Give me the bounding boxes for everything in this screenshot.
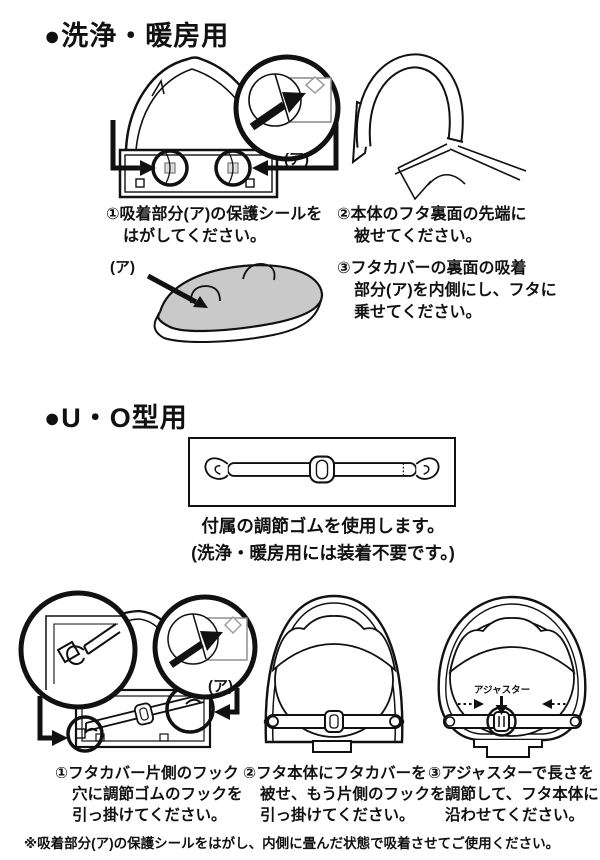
caption-line: ①吸着部分(ア)の保護シールを	[106, 206, 323, 223]
caption-line: 引っ掛けてください。	[260, 807, 415, 824]
caption-line: ①フタカバー片側のフック	[55, 765, 239, 782]
band-across	[443, 714, 582, 729]
washer-step2-illustration	[351, 53, 527, 201]
hinge-tab	[312, 740, 352, 753]
a-mark-label: (ア)	[284, 151, 309, 168]
lid-top-surface	[157, 264, 324, 333]
a-mark-arrow-icon	[146, 273, 208, 308]
caption-line: 穴に調節ゴムのフックを	[72, 786, 243, 803]
suction-pad-outline	[190, 285, 221, 304]
uo-step3-caption: ③アジャスターで長さを 調節して、フタ本体に 沿わせてください。	[428, 763, 599, 826]
adjust-inward-arrows-icon	[458, 699, 568, 709]
washer-step3-caption: ③フタカバーの裏面の吸着 部分(ア)を内側にし、フタに 乗せてください。	[337, 258, 557, 324]
suction-pad-highlight-right	[214, 149, 252, 187]
magnifier-suction-detail-icon	[152, 594, 258, 700]
section-uo-title: ●U・O型用	[44, 403, 188, 433]
hinge-tab	[473, 740, 543, 758]
caption-line: 沿わせてください。	[445, 807, 585, 824]
adjuster-down-arrow-icon	[495, 696, 508, 715]
washer-step3-illustration: (ア)	[110, 259, 324, 343]
band-note-line: (洗浄・暖房用には装着不要です。)	[191, 543, 455, 563]
caption-line: 引っ掛けてください。	[72, 807, 227, 824]
uo-step2-caption: ②フタ本体にフタカバーを 被せ、もう片側のフックを 引っ掛けてください。	[243, 763, 446, 826]
lid-side-rim	[153, 299, 322, 343]
caption-line: 調節して、フタ本体に	[445, 786, 599, 803]
band-note: 付属の調節ゴムを使用します。 (洗浄・暖房用には装着不要です。)	[158, 513, 488, 567]
left-arrow-icon	[37, 696, 68, 746]
band-hook-right	[415, 457, 440, 480]
washer-step1-illustration: (ア)	[110, 54, 341, 199]
washer-step2-caption: ②本体のフタ裏面の先端に 被せてください。	[337, 204, 527, 248]
band-hook-left	[204, 457, 229, 480]
diagonal-band	[85, 693, 205, 732]
uo-step2-illustration	[263, 594, 405, 753]
caption-line: 被せ、もう片側のフックを	[260, 786, 446, 803]
a-mark-label: (ア)	[208, 678, 233, 695]
band-note-line: 付属の調節ゴムを使用します。	[201, 516, 445, 536]
lid-edges	[394, 143, 527, 201]
right-arrow-icon	[214, 688, 240, 720]
band-across	[263, 710, 405, 733]
caption-line: ②フタ本体にフタカバーを	[243, 765, 427, 782]
caption-line: 被せてください。	[354, 228, 482, 245]
magnifier-hook-detail-icon	[18, 590, 138, 710]
adjuster-label: アジャスター	[474, 684, 530, 696]
uo-step1-illustration: (ア)	[18, 590, 258, 753]
caption-line: はがしてください。	[123, 228, 267, 245]
adjust-band-illustration	[204, 455, 440, 484]
band-illustration-box	[188, 437, 456, 507]
band-adjuster-buckle	[308, 455, 336, 484]
caption-line: 乗せてください。	[354, 304, 482, 321]
section-washer-title: ●洗浄・暖房用	[44, 21, 230, 51]
uo-step1-caption: ①フタカバー片側のフック 穴に調節ゴムのフックを 引っ掛けてください。	[55, 763, 243, 826]
magnifier-suction-detail-icon	[233, 54, 341, 162]
a-mark-label: (ア)	[110, 259, 135, 276]
washer-step1-caption: ①吸着部分(ア)の保護シールを はがしてください。	[106, 204, 322, 248]
caption-line: 部分(ア)を内側にし、フタに	[354, 282, 557, 299]
hook-highlight-left	[66, 715, 104, 753]
right-arrow-icon	[252, 122, 339, 176]
footer-note: ※吸着部分(ア)の保護シールをはがし、内側に畳んだ状態で吸着させてご使用ください…	[24, 836, 560, 851]
caption-line: ③アジャスターで長さを	[428, 765, 594, 782]
suction-pad-outline	[242, 263, 276, 281]
caption-line: ③フタカバーの裏面の吸着	[337, 260, 527, 277]
left-arrow-icon	[110, 120, 156, 176]
uo-step3-illustration: アジャスター	[437, 595, 587, 758]
caption-line: ②本体のフタ裏面の先端に	[337, 206, 527, 223]
